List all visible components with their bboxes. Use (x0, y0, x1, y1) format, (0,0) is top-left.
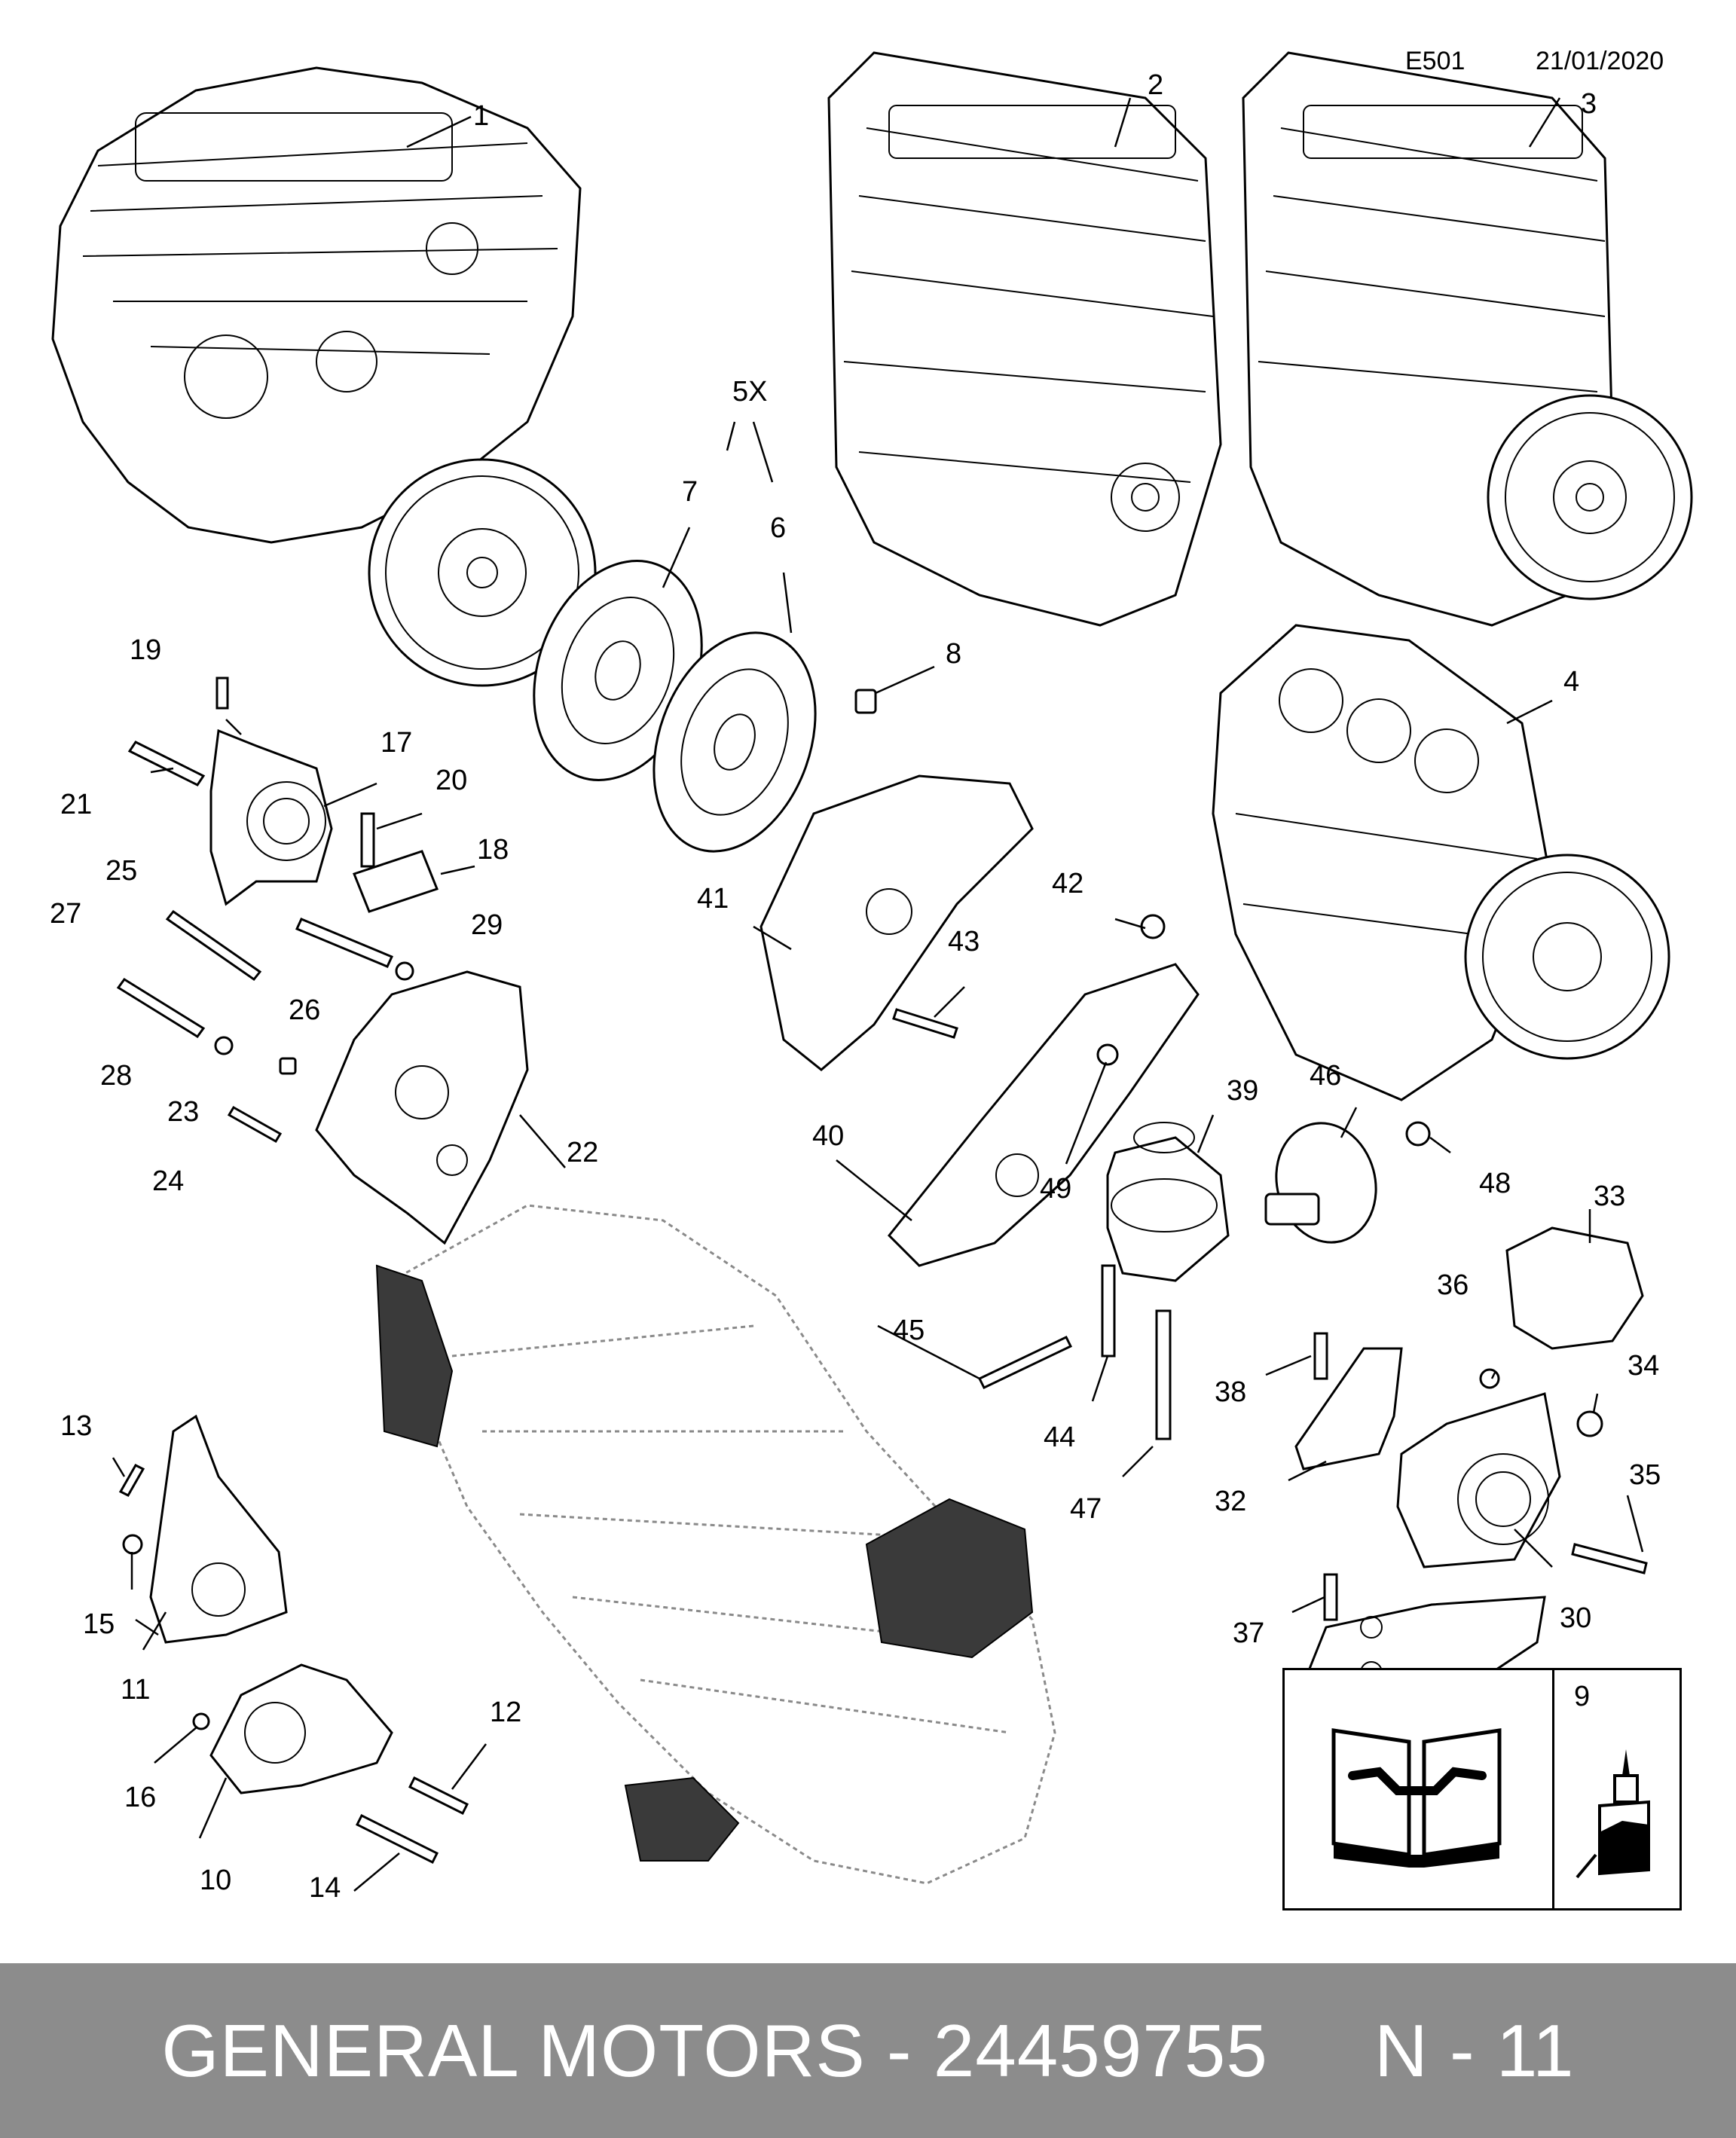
short-block-drawing (1212, 624, 1670, 1101)
pressure-plate-drawing (653, 631, 817, 853)
callout-42: 42 (1052, 868, 1083, 899)
callout-8: 8 (946, 638, 961, 670)
mount-bracket-11-drawing (118, 1414, 288, 1644)
callout-48: 48 (1479, 1168, 1511, 1199)
callout-18: 18 (477, 834, 509, 866)
callout-39: 39 (1227, 1075, 1258, 1107)
gearbox-mount-33-drawing (1479, 1226, 1644, 1437)
callout-19: 19 (130, 634, 161, 666)
callout-26: 26 (289, 994, 320, 1026)
engine-assembly-drawing (51, 66, 597, 687)
callout-36: 36 (1437, 1269, 1469, 1301)
callout-43: 43 (948, 926, 980, 958)
callout-3: 3 (1581, 88, 1597, 120)
mount-bracket-40-drawing (887, 963, 1200, 1267)
callout-32: 32 (1215, 1486, 1246, 1517)
diagram-date: 21/01/2020 (1536, 47, 1664, 75)
callout-1: 1 (473, 100, 489, 132)
callout-46: 46 (1310, 1060, 1341, 1092)
callout-22: 22 (567, 1137, 598, 1168)
footer-part-number: GENERAL MOTORS - 24459755 N - 11 (161, 2008, 1575, 2092)
callout-44: 44 (1044, 1422, 1075, 1453)
callout-25: 25 (105, 855, 137, 887)
callout-21: 21 (60, 789, 92, 820)
callout-38: 38 (1215, 1376, 1246, 1408)
parts-diagram: E501 21/01/2020 (50, 47, 1693, 1904)
callout-20: 20 (436, 765, 467, 796)
callout-47: 47 (1070, 1493, 1102, 1525)
gearbox-mount-30-drawing (1396, 1392, 1648, 1574)
clutch-bolt-drawing (854, 689, 877, 714)
engine-mount-46-drawing (1264, 1121, 1431, 1244)
callout-9: 9 (1574, 1681, 1591, 1712)
manual-cell (1285, 1670, 1554, 1908)
callout-34: 34 (1628, 1350, 1659, 1382)
callout-14: 14 (309, 1872, 341, 1904)
callout-15: 15 (83, 1608, 115, 1640)
gearbox-bracket-32-drawing (1294, 1332, 1403, 1471)
callout-7: 7 (682, 476, 698, 508)
footer-bar: GENERAL MOTORS - 24459755 N - 11 (0, 1963, 1736, 2138)
callout-10: 10 (200, 1865, 231, 1896)
long-block-drawing (827, 51, 1222, 627)
powertrain-reference-drawing (375, 1204, 1056, 1885)
callout-5x: 5X (732, 376, 767, 408)
callout-11: 11 (121, 1674, 150, 1706)
long-bolts-drawing (977, 1264, 1172, 1440)
callout-29: 29 (471, 909, 503, 941)
callout-17: 17 (381, 727, 412, 759)
engine-bracket-22-drawing (116, 909, 529, 1245)
callout-45: 45 (893, 1315, 925, 1346)
adhesive-cell: 9 (1554, 1670, 1679, 1908)
diagram-code: E501 (1405, 47, 1465, 75)
callout-16: 16 (124, 1782, 156, 1813)
callout-13: 13 (60, 1410, 92, 1442)
gearbox-mount-10-drawing (192, 1663, 469, 1865)
callout-49: 49 (1040, 1173, 1071, 1205)
callout-24: 24 (152, 1165, 184, 1197)
callout-37: 37 (1233, 1617, 1264, 1649)
callout-41: 41 (697, 883, 729, 915)
repair-manual-icon (1285, 1728, 1548, 1911)
leader-lines (112, 97, 1644, 1892)
long-block-with-flywheel-drawing (1242, 51, 1693, 627)
engine-mount-39-drawing (1106, 1122, 1230, 1282)
callout-30: 30 (1560, 1602, 1591, 1634)
callout-6: 6 (770, 512, 786, 544)
callout-4: 4 (1563, 666, 1579, 698)
service-info-inset: 9 (1282, 1668, 1682, 1910)
callout-35: 35 (1629, 1459, 1661, 1491)
callout-27: 27 (50, 898, 81, 930)
callout-40: 40 (812, 1120, 844, 1152)
callout-2: 2 (1148, 69, 1163, 101)
callout-28: 28 (100, 1060, 132, 1092)
engine-mount-17-drawing (127, 677, 439, 913)
callout-23: 23 (167, 1096, 199, 1128)
callout-12: 12 (490, 1697, 521, 1728)
callout-33: 33 (1594, 1180, 1625, 1212)
